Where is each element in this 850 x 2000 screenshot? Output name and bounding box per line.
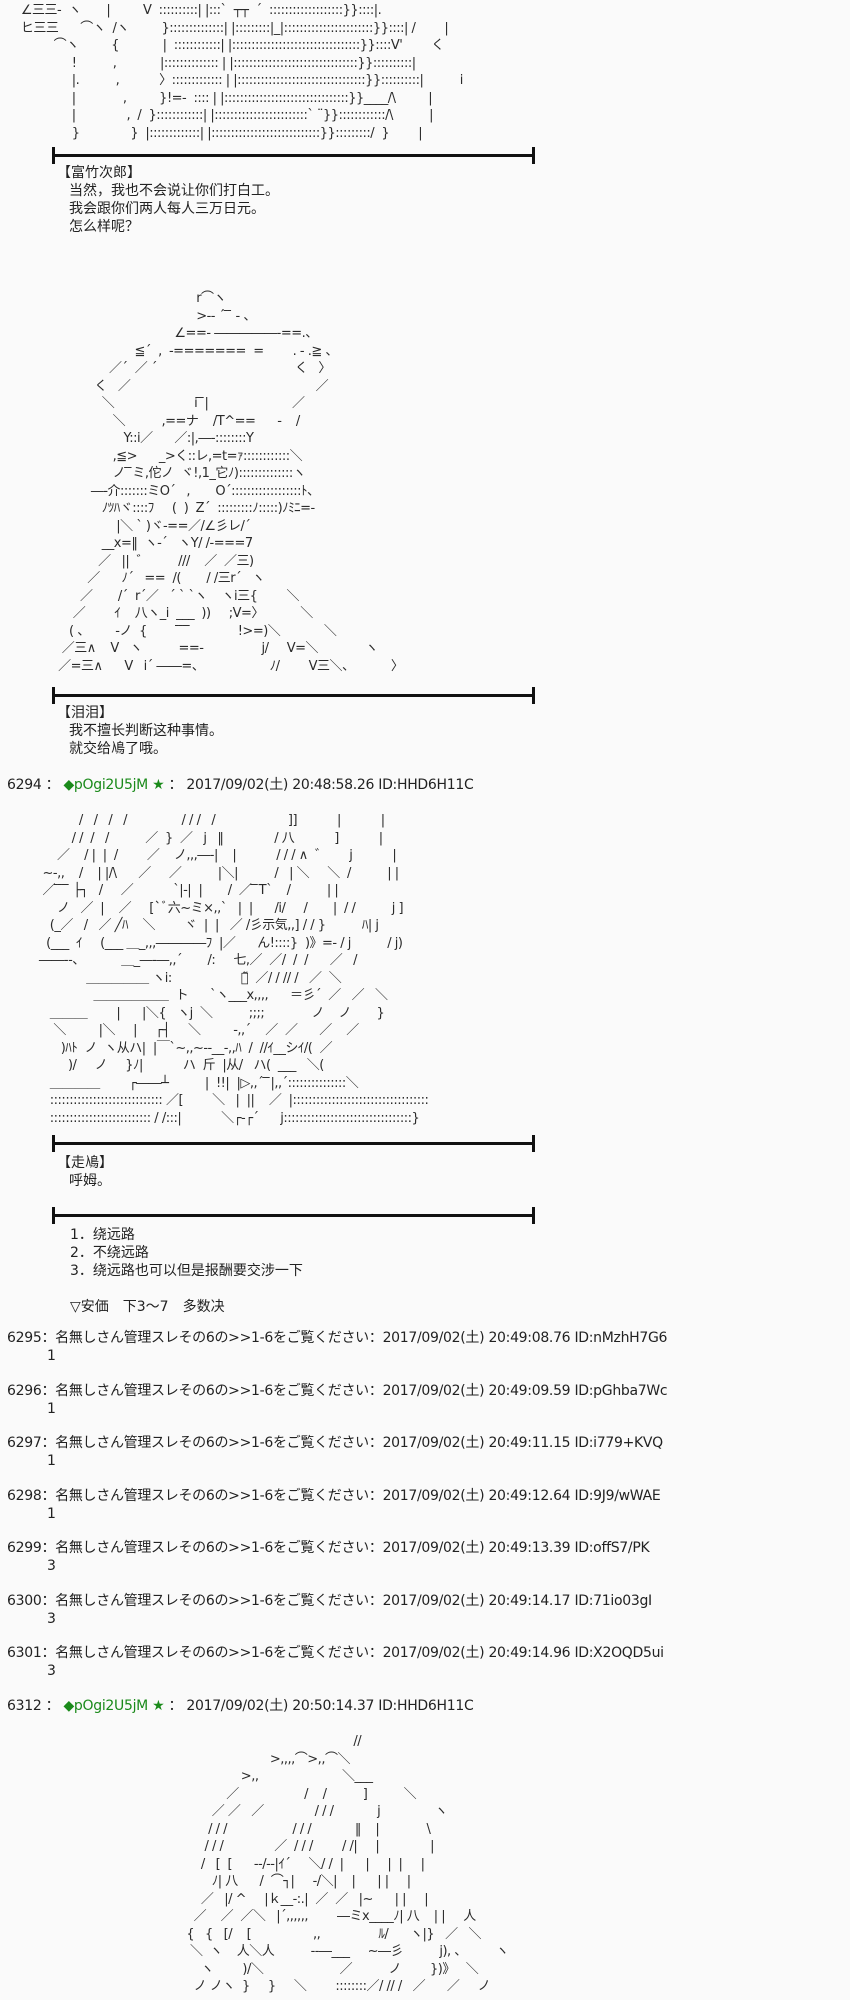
post-body: 3 [47, 1663, 56, 1679]
separator: ： [45, 777, 60, 793]
post-body: 1 [47, 1453, 56, 1469]
dialogue-line: 呼姆。 [69, 1173, 111, 1189]
post-number[interactable]: 6296 [7, 1383, 42, 1399]
trip-name: ◆pOgi2U5jM [63, 1698, 148, 1714]
separator: ： [45, 1698, 60, 1714]
trip-name: ◆pOgi2U5jM [63, 777, 148, 793]
speech-block-leilei: 【泪泪】 我不擅长判断这种事情。 就交给鳰了哦。 [57, 704, 223, 758]
poster-name: 名無しさん管理スレその6の>>1-6をご覧ください [55, 1593, 369, 1609]
separator: ： [368, 1593, 383, 1609]
post-id: ID:pGhba7Wc [574, 1383, 668, 1399]
post-number[interactable]: 6312 [7, 1698, 42, 1714]
post-id: ID:offS7/PK [574, 1540, 650, 1556]
poster-name: 名無しさん管理スレその6の>>1-6をご覧ください [55, 1540, 369, 1556]
post-body: 3 [47, 1611, 56, 1627]
dialogue-line: 我不擅长判断这种事情。 [69, 723, 223, 739]
post-header: 6299：名無しさん管理スレその6の>>1-6をご覧ください：2017/09/0… [7, 1539, 650, 1557]
speech-block-soniu: 【走鳰】 呼姆。 [57, 1154, 113, 1190]
poster-name: 名無しさん管理スレその6の>>1-6をご覧ください [55, 1383, 369, 1399]
post-body: 1 [47, 1348, 56, 1364]
post-id: ID:HHD6H11C [378, 1698, 474, 1714]
poster-name: 名無しさん管理スレその6の>>1-6をご覧ください [55, 1645, 369, 1661]
post-datetime: 2017/09/02(土) 20:50:14.37 [186, 1698, 375, 1714]
post-number[interactable]: 6294 [7, 777, 42, 793]
ascii-art-hair-character: // >,,,,⌒>,,⌒＼ >,, ＼___ ／ / / ] ＼ ／ ／ ／ [186, 1734, 509, 1994]
post-datetime: 2017/09/02(土) 20:49:13.39 [382, 1540, 571, 1556]
separator: ： [168, 1698, 183, 1714]
separator: ： [368, 1330, 383, 1346]
post-id: ID:HHD6H11C [378, 777, 474, 793]
ascii-art-rain-scene: / / / / / / / / ]] | | / / / / ／ } ／ j ‖… [38, 813, 429, 1126]
post-number[interactable]: 6300 [7, 1593, 42, 1609]
separator: ： [41, 1435, 56, 1451]
post-number[interactable]: 6295 [7, 1330, 42, 1346]
choice-item: 2．不绕远路 [70, 1245, 149, 1261]
separator: ： [41, 1330, 56, 1346]
post-body: 1 [47, 1401, 56, 1417]
separator: ： [368, 1488, 383, 1504]
star-icon: ★ [152, 1698, 165, 1714]
post-datetime: 2017/09/02(土) 20:49:08.76 [382, 1330, 571, 1346]
choice-item: 3．绕远路也可以但是报酬要交涉一下 [70, 1263, 303, 1279]
dialogue-line: 就交给鳰了哦。 [69, 741, 167, 757]
post-datetime: 2017/09/02(土) 20:48:58.26 [186, 777, 375, 793]
post-header: 6296：名無しさん管理スレその6の>>1-6をご覧ください：2017/09/0… [7, 1382, 668, 1400]
post-number[interactable]: 6298 [7, 1488, 42, 1504]
choice-list: 1．绕远路 2．不绕远路 3．绕远路也可以但是报酬要交涉一下 ▽安価 下3～7 … [70, 1226, 303, 1316]
post-header: 6297：名無しさん管理スレその6の>>1-6をご覧ください：2017/09/0… [7, 1434, 663, 1452]
post-header: 6312 ： ◆pOgi2U5jM ★ ： 2017/09/02(土) 20:5… [7, 1697, 474, 1715]
separator: ： [41, 1593, 56, 1609]
dialogue-line: 怎么样呢？ [69, 219, 139, 235]
post-datetime: 2017/09/02(土) 20:49:12.64 [382, 1488, 571, 1504]
divider-line [52, 687, 535, 704]
post-id: ID:71io03gI [574, 1593, 652, 1609]
separator: ： [368, 1435, 383, 1451]
dialogue-line: 当然，我也不会说让你们打白工。 [69, 183, 279, 199]
divider-line [52, 1135, 535, 1152]
separator: ： [41, 1540, 56, 1556]
poster-name: 名無しさん管理スレその6の>>1-6をご覧ください [55, 1488, 369, 1504]
post-number[interactable]: 6301 [7, 1645, 42, 1661]
post-header: 6295：名無しさん管理スレその6の>>1-6をご覧ください：2017/09/0… [7, 1329, 667, 1347]
post-header: 6301：名無しさん管理スレその6の>>1-6をご覧ください：2017/09/0… [7, 1644, 664, 1662]
post-body: 1 [47, 1506, 56, 1522]
poster-name: 名無しさん管理スレその6の>>1-6をご覧ください [55, 1435, 369, 1451]
post-header: 6298：名無しさん管理スレその6の>>1-6をご覧ください：2017/09/0… [7, 1487, 661, 1505]
post-datetime: 2017/09/02(土) 20:49:14.17 [382, 1593, 571, 1609]
post-number[interactable]: 6297 [7, 1435, 42, 1451]
poster-name: 名無しさん管理スレその6の>>1-6をご覧ください [55, 1330, 369, 1346]
speaker-name: 【泪泪】 [57, 705, 113, 721]
separator: ： [41, 1488, 56, 1504]
divider-line [52, 147, 535, 164]
post-id: ID:X2OQD5ui [574, 1645, 664, 1661]
star-icon: ★ [152, 777, 165, 793]
post-body: 3 [47, 1558, 56, 1574]
divider-line [52, 1207, 535, 1224]
post-number[interactable]: 6299 [7, 1540, 42, 1556]
speaker-name: 【走鳰】 [57, 1155, 113, 1171]
post-id: ID:i779+KVQ [574, 1435, 663, 1451]
post-id: ID:nMzhH7G6 [574, 1330, 668, 1346]
ascii-art-building: ∠三三‐ ヽ | V ::::::::::| |:::` ┬┬ ´ ::::::… [20, 3, 463, 141]
post-id: ID:9J9/wWAE [574, 1488, 661, 1504]
separator: ： [41, 1383, 56, 1399]
post-datetime: 2017/09/02(土) 20:49:09.59 [382, 1383, 571, 1399]
speech-block-tomitake: 【富竹次郎】 当然，我也不会说让你们打白工。 我会跟你们两人每人三万日元。 怎么… [57, 164, 279, 236]
choice-item: 1．绕远路 [70, 1227, 135, 1243]
dialogue-line: 我会跟你们两人每人三万日元。 [69, 201, 265, 217]
separator: ： [368, 1383, 383, 1399]
separator: ： [41, 1645, 56, 1661]
post-header: 6294 ： ◆pOgi2U5jM ★ ： 2017/09/02(土) 20:4… [7, 776, 474, 794]
separator: ： [368, 1645, 383, 1661]
post-datetime: 2017/09/02(土) 20:49:11.15 [382, 1435, 571, 1451]
ascii-art-hat-character: r⌒ヽ >-‐ ´ ̄ ̄ ‐ 、 ∠==‐ ―――――‐==.、 ≦´ , ‐… [58, 291, 404, 674]
vote-rule: ▽安価 下3～7 多数决 [70, 1299, 225, 1315]
separator: ： [168, 777, 183, 793]
post-datetime: 2017/09/02(土) 20:49:14.96 [382, 1645, 571, 1661]
speaker-name: 【富竹次郎】 [57, 165, 141, 181]
post-header: 6300：名無しさん管理スレその6の>>1-6をご覧ください：2017/09/0… [7, 1592, 652, 1610]
separator: ： [368, 1540, 383, 1556]
